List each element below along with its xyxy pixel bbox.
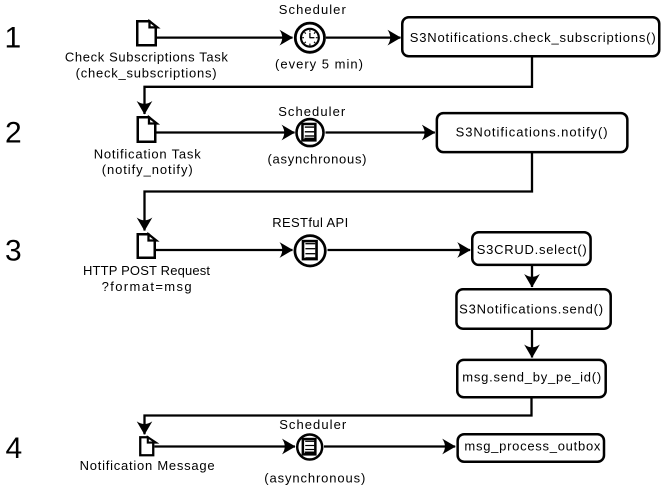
svg-text:Notification Task: Notification Task — [94, 146, 202, 161]
svg-text:Scheduler: Scheduler — [278, 104, 346, 119]
svg-text:msg_process_outbox: msg_process_outbox — [464, 439, 601, 454]
svg-text:1: 1 — [4, 21, 21, 54]
svg-text:S3Notifications.send(): S3Notifications.send() — [459, 301, 603, 316]
svg-text:?format=msg: ?format=msg — [102, 279, 192, 294]
svg-text:msg.send_by_pe_id(): msg.send_by_pe_id() — [462, 369, 601, 384]
svg-text:(asynchronous): (asynchronous) — [264, 470, 365, 485]
svg-text:2: 2 — [5, 117, 22, 150]
svg-text:RESTful API: RESTful API — [272, 215, 348, 230]
svg-text:(every 5 min): (every 5 min) — [275, 56, 363, 71]
svg-text:Scheduler: Scheduler — [279, 2, 347, 17]
svg-text:S3Notifications.notify(): S3Notifications.notify() — [456, 125, 608, 140]
svg-text:3: 3 — [5, 235, 22, 268]
svg-text:4: 4 — [5, 432, 22, 465]
svg-text:S3Notifications.check_subscrip: S3Notifications.check_subscriptions() — [410, 30, 656, 45]
svg-text:(notify_notify): (notify_notify) — [102, 162, 193, 177]
svg-text:(asynchronous): (asynchronous) — [268, 152, 367, 167]
svg-text:S3CRUD.select(): S3CRUD.select() — [477, 242, 587, 257]
svg-text:Scheduler: Scheduler — [279, 417, 347, 432]
svg-text:(check_subscriptions): (check_subscriptions) — [76, 65, 217, 80]
svg-text:Notification Message: Notification Message — [80, 458, 215, 473]
svg-text:HTTP POST Request: HTTP POST Request — [83, 263, 210, 278]
svg-text:Check Subscriptions Task: Check Subscriptions Task — [65, 49, 229, 64]
